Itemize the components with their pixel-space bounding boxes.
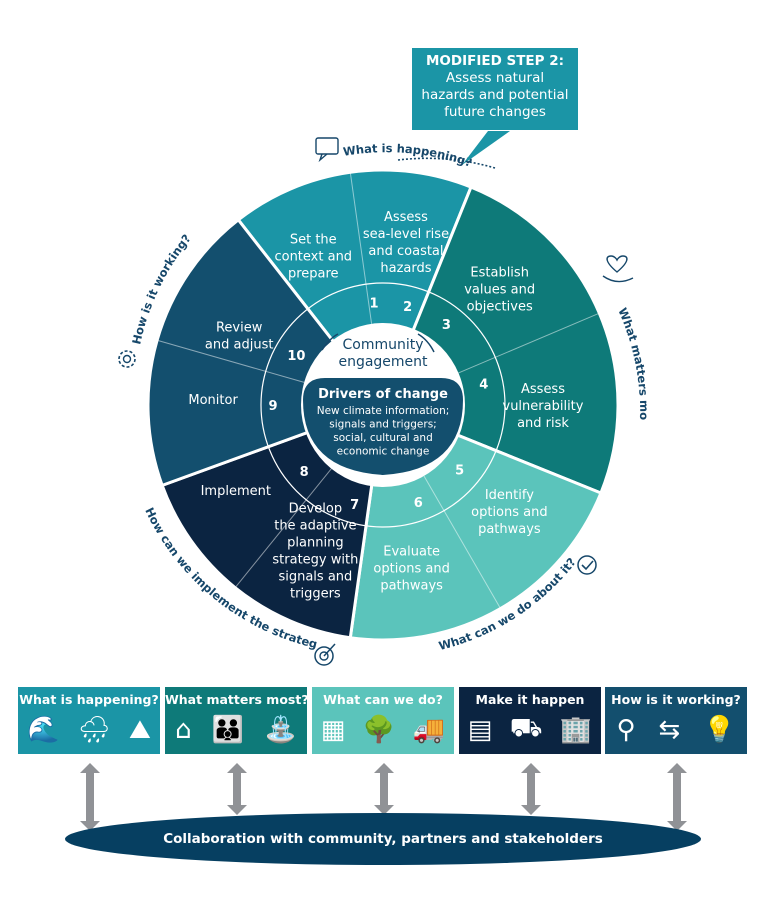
engagement-label: engagement <box>338 354 428 370</box>
stage-title: What is happening? <box>19 692 159 707</box>
magnifier-icon: ⚲ <box>616 715 636 745</box>
callout-line: future changes <box>444 104 546 120</box>
stage-panel-3: What can we do? ▦ 🌳 🚚 <box>312 687 454 754</box>
stage-panel-2: What matters most? ⌂ 👪 ⛲ <box>165 687 309 754</box>
cycle-arrow-left <box>321 333 339 351</box>
callout-pointer <box>462 131 510 165</box>
two-way-arrow-icon <box>80 763 100 831</box>
step-number-3: 3 <box>442 318 451 333</box>
step-number-1: 1 <box>369 296 378 311</box>
chat-icon <box>315 137 339 163</box>
question-happening: What is happening? <box>342 141 474 170</box>
engagement-label: Community <box>342 337 423 353</box>
stage-panel-1: What is happening? 🌊 🌧 ⛰ <box>18 687 160 754</box>
step-number-10: 10 <box>287 349 305 364</box>
stage-panel-4: Make it happen ▤ ⛟ 🏢 <box>459 687 601 754</box>
two-way-arrow-icon <box>667 763 687 831</box>
family-icon: 👪 <box>211 715 245 745</box>
modified-step-callout: MODIFIED STEP 2: Assess natural hazards … <box>412 48 578 130</box>
drivers-line: signals and triggers; <box>329 419 436 431</box>
exchange-arrows-icon: ⇆ <box>658 715 681 745</box>
drivers-box <box>303 378 463 475</box>
drivers-title: Drivers of change <box>318 387 448 402</box>
sector-what-is-happening <box>236 168 473 408</box>
two-way-arrow-icon <box>521 763 541 815</box>
step-divider <box>156 339 305 383</box>
rain-cloud-icon: 🌧 <box>77 715 111 745</box>
step-divider <box>458 312 600 374</box>
svg-text:What is happening?: What is happening? <box>342 141 474 170</box>
drivers-line: New climate information; <box>317 405 450 417</box>
step-number-5: 5 <box>455 463 464 478</box>
collaboration-ellipse: Collaboration with community, partners a… <box>65 813 701 865</box>
step-number-4: 4 <box>479 378 488 393</box>
tree-icon: 🌳 <box>362 715 396 745</box>
step-divider <box>349 172 373 324</box>
buildings-icon: 🏢 <box>559 715 593 745</box>
stage-title: What can we do? <box>323 692 443 707</box>
collaboration-label: Collaboration with community, partners a… <box>163 831 603 847</box>
wheelbarrow-icon: ⛟ <box>509 713 543 743</box>
bench-icon: ⛲ <box>264 715 297 745</box>
drivers-line: economic change <box>337 446 430 458</box>
callout-line: Assess natural <box>445 70 545 86</box>
step-number-2: 2 <box>403 300 412 315</box>
truck-icon: 🚚 <box>412 715 446 745</box>
two-way-arrow-icon <box>374 763 394 815</box>
callout-line: hazards and potential <box>421 87 569 103</box>
wave-icon: 🌊 <box>27 715 60 745</box>
step-number-6: 6 <box>414 496 423 511</box>
step-number-9: 9 <box>268 399 277 414</box>
callout-title: MODIFIED STEP 2: <box>425 53 565 69</box>
lightbulb-icon: 💡 <box>703 715 736 745</box>
dotted-arc <box>397 157 496 169</box>
step-label-8: Implement <box>201 484 271 499</box>
gear-icon <box>118 350 136 368</box>
step-divider <box>234 468 332 588</box>
inner-ring <box>260 282 506 528</box>
drivers-line: social, cultural and <box>333 432 433 444</box>
checkmark-icon <box>577 555 597 575</box>
cycle-arrow-right <box>417 333 435 353</box>
step-number-8: 8 <box>300 465 309 480</box>
heart-hand-icon <box>602 255 634 283</box>
step-divider <box>423 475 501 609</box>
stage-panel-5: How is it working? ⚲ ⇆ 💡 <box>605 687 747 754</box>
target-icon <box>314 643 336 666</box>
stage-title: Make it happen <box>475 692 585 707</box>
wall-icon: ▦ <box>320 715 346 745</box>
house-icon: ⌂ <box>175 715 192 745</box>
plan-icon: ▤ <box>467 715 493 745</box>
landscape-icon: ⛰ <box>129 714 151 745</box>
step-number-7: 7 <box>350 498 359 513</box>
stage-title: What matters most? <box>165 692 309 707</box>
two-way-arrow-icon <box>227 763 247 815</box>
step-label-9: Monitor <box>188 393 238 408</box>
stage-title: How is it working? <box>611 692 741 707</box>
